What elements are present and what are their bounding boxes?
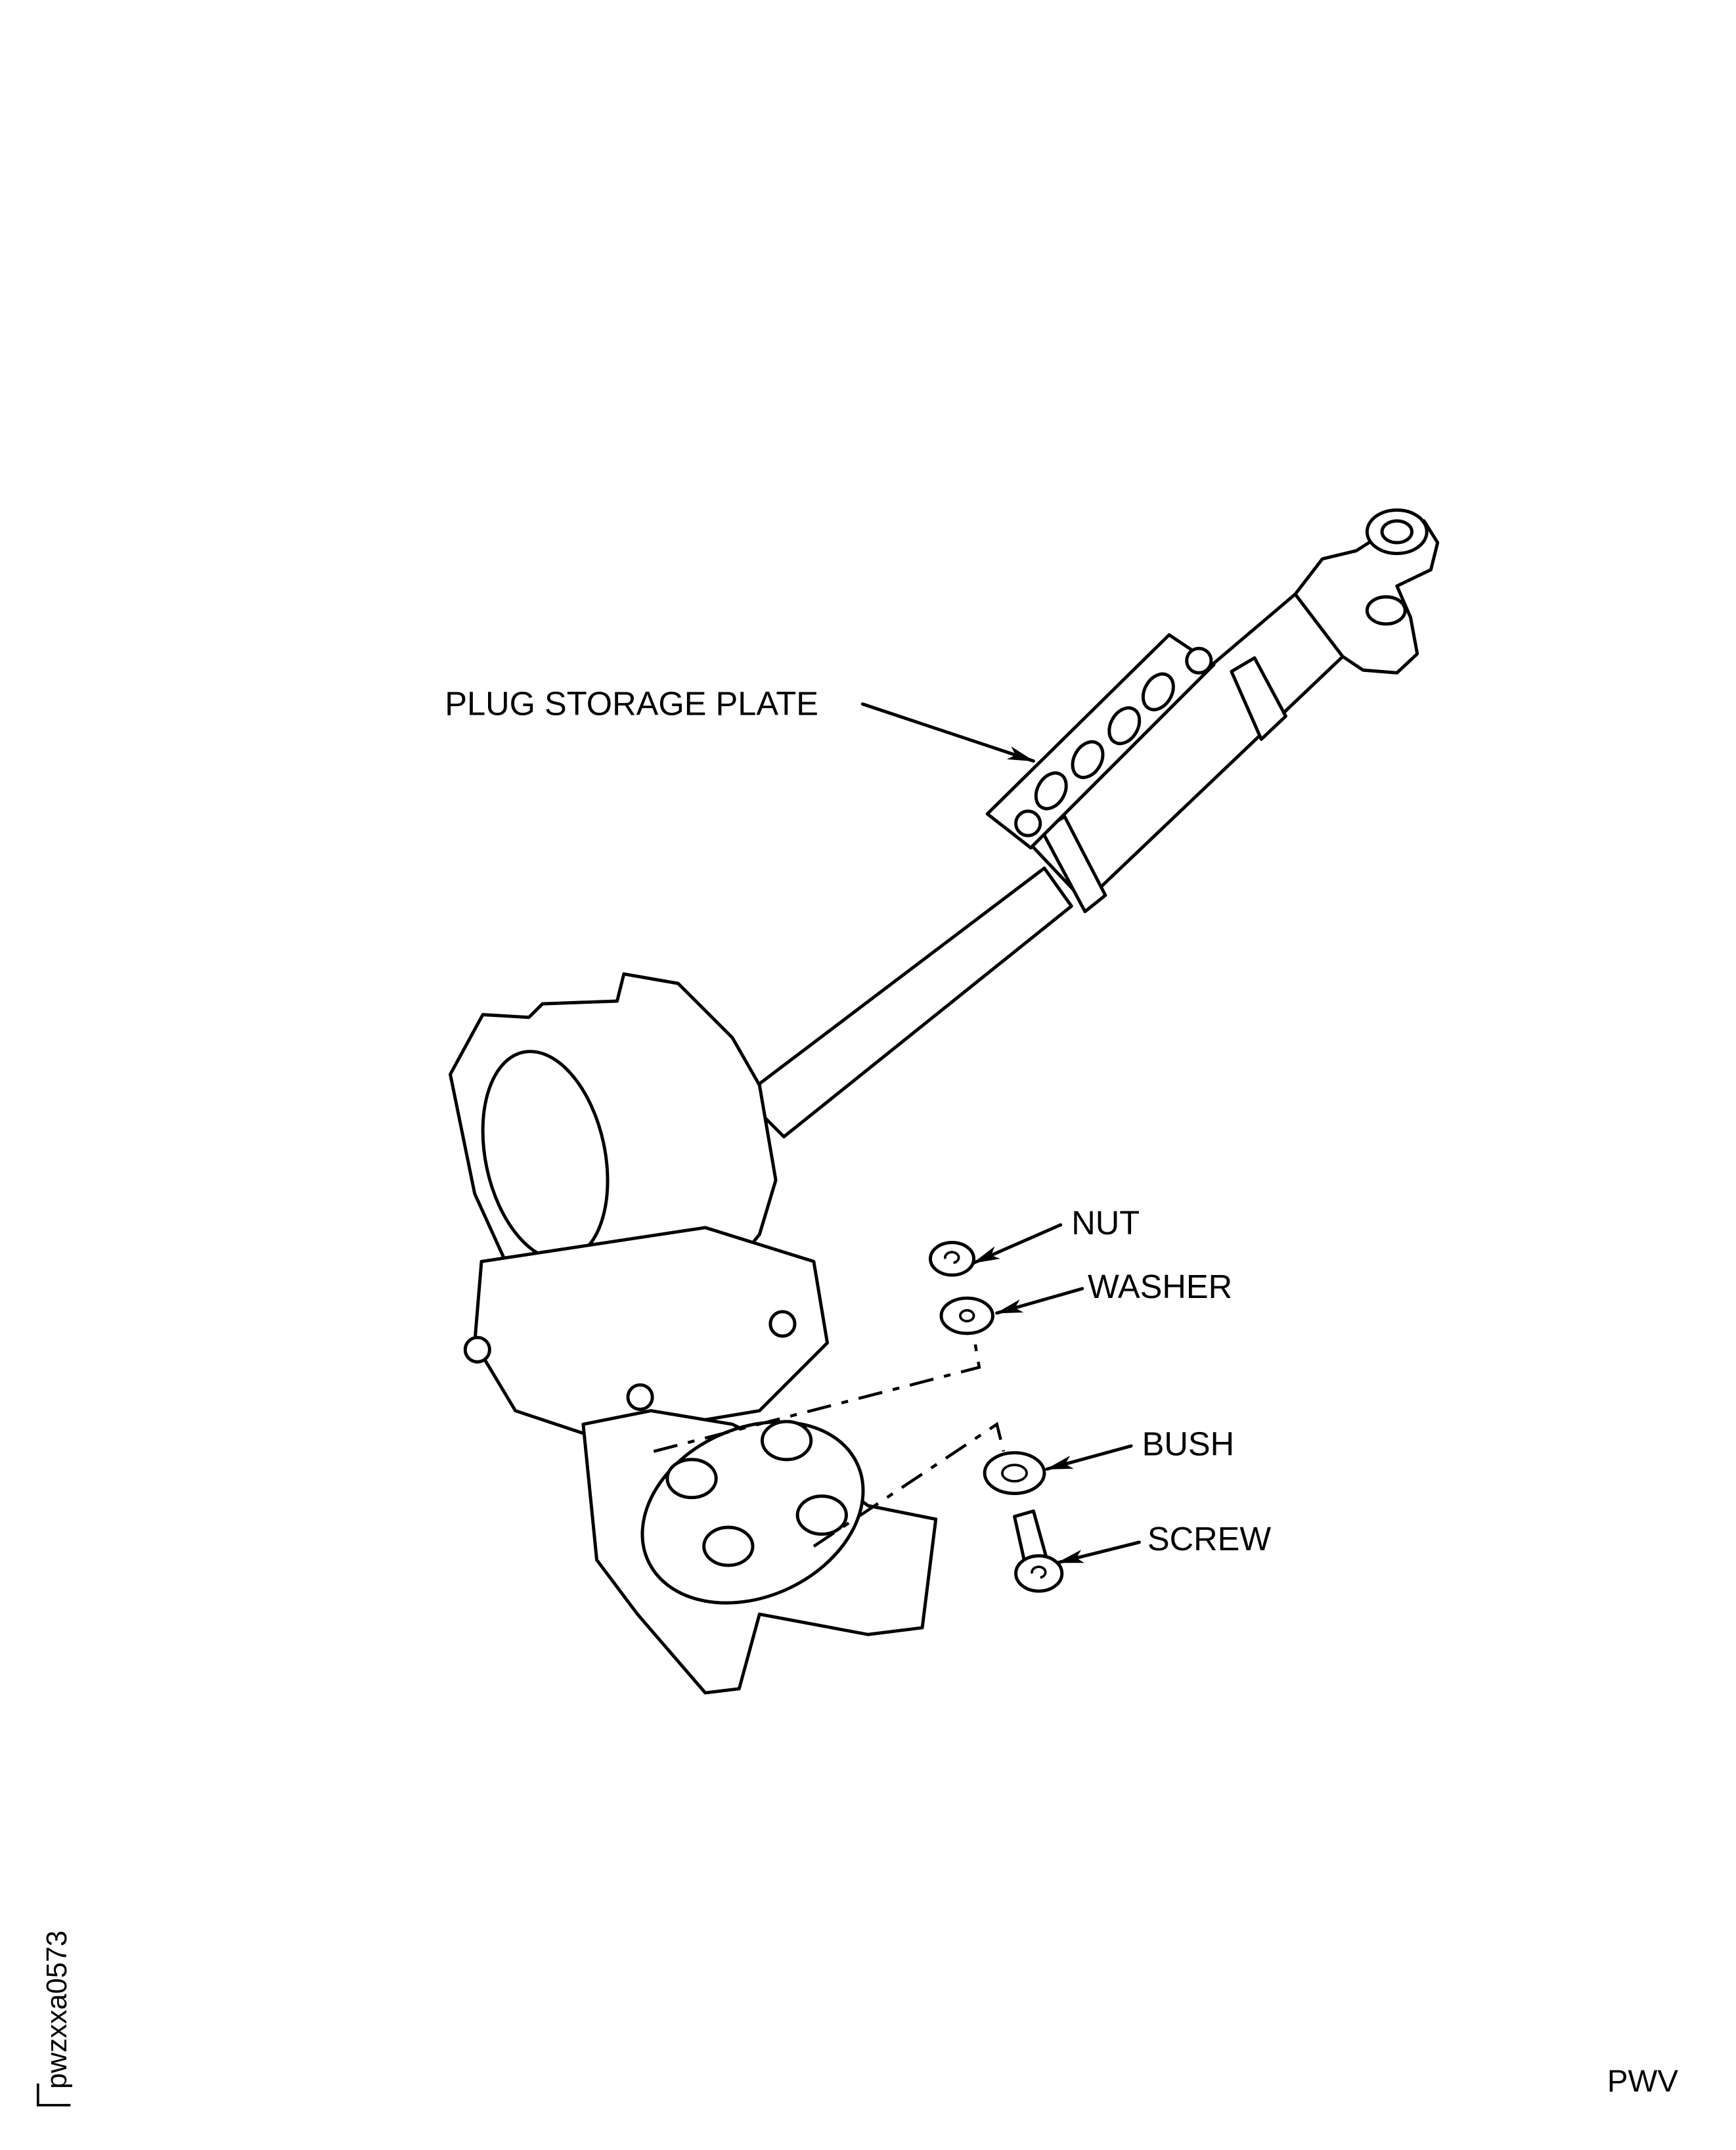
washer-leader bbox=[995, 1287, 1084, 1315]
nut-leader bbox=[972, 1223, 1063, 1265]
alignment-line bbox=[653, 1335, 981, 1453]
plug-storage-plate-leader bbox=[860, 702, 1035, 763]
screw-label: SCREW bbox=[1147, 1520, 1272, 1557]
plug-storage-plate-label: PLUG STORAGE PLATE bbox=[445, 684, 818, 722]
figure-code: pwzxxa0573 bbox=[41, 1931, 73, 2089]
washer-label: WASHER bbox=[1088, 1268, 1232, 1305]
nut-part bbox=[929, 1241, 976, 1277]
valve-body bbox=[449, 972, 938, 1695]
bush-leader bbox=[1045, 1444, 1133, 1471]
figure-code-bracket bbox=[36, 2083, 71, 2107]
corner-code: PWV bbox=[1607, 2064, 1678, 2099]
screw-leader bbox=[1056, 1540, 1141, 1565]
plug-storage-plate bbox=[985, 633, 1216, 850]
nut-label: NUT bbox=[1071, 1204, 1140, 1242]
alignment-line bbox=[812, 1422, 1006, 1548]
washer-part bbox=[939, 1296, 994, 1335]
screw-part bbox=[1013, 1509, 1064, 1593]
bush-label: BUSH bbox=[1142, 1425, 1235, 1463]
tube-assembly bbox=[742, 508, 1440, 1138]
bush-part bbox=[983, 1451, 1046, 1495]
